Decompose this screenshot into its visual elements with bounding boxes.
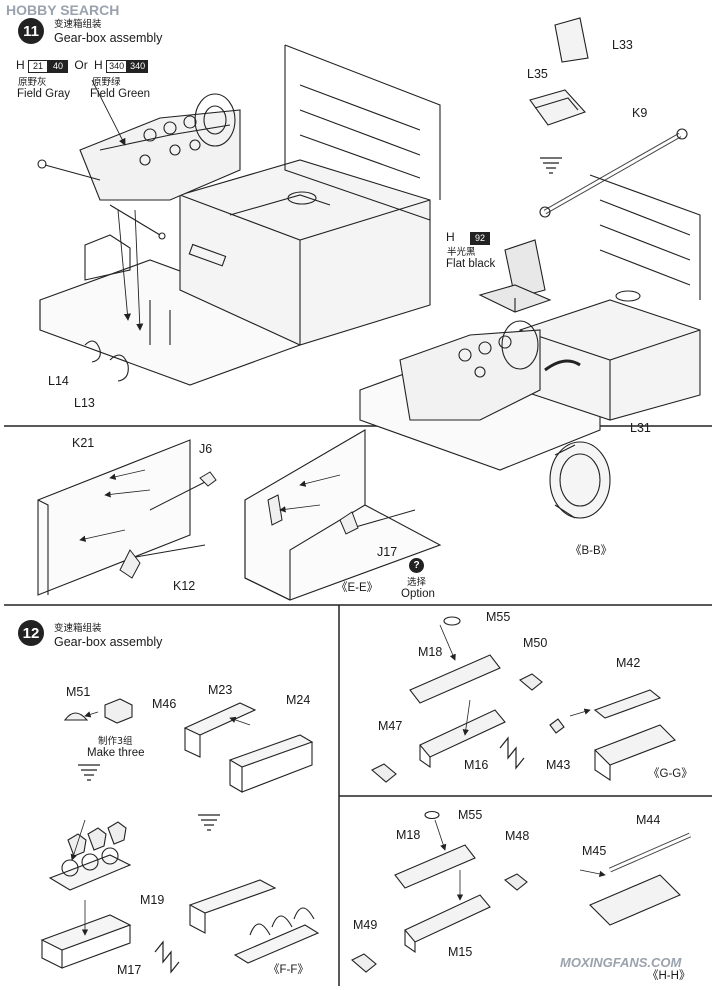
part-label-M55-b: M55 (458, 808, 483, 822)
part-label-M44: M44 (636, 813, 661, 827)
step-11-badge: 11 (18, 18, 44, 44)
part-label-M16: M16 (464, 758, 489, 772)
paint-code-1b: 40 (48, 60, 69, 73)
plates-drawing (37, 429, 442, 601)
part-label-M23: M23 (208, 683, 233, 697)
paint-code-1a: 21 (28, 60, 49, 73)
chassis-left-drawing (39, 44, 441, 386)
part-label-K9: K9 (632, 106, 648, 120)
seat-drawing (478, 239, 552, 313)
step-12-title-cn: 变速箱组装 (54, 623, 102, 634)
shaft-K9-drawing (539, 128, 688, 218)
part-label-M24: M24 (286, 693, 311, 707)
part-label-J6: J6 (199, 442, 213, 456)
drum-BB-drawing (549, 441, 611, 519)
gearbox-right-drawing (399, 320, 581, 421)
part-label-M49: M49 (353, 918, 378, 932)
part-label-L33: L33 (612, 38, 633, 52)
option-label-en: Option (401, 588, 435, 600)
paint-name-2-en: Field Green (90, 88, 151, 100)
seat-paint-prefix: H (446, 230, 455, 244)
part-label-M18-a: M18 (418, 645, 443, 659)
part-label-K21: K21 (72, 436, 95, 450)
step-12-badge: 12 (18, 620, 44, 646)
part-label-L13: L13 (74, 396, 95, 410)
seat-paint-code: 92 (470, 232, 491, 245)
part-label-M17: M17 (117, 963, 142, 977)
watermark-top: HOBBY SEARCH (6, 2, 120, 18)
part-label-J17: J17 (377, 545, 398, 559)
paint-code-2a: 340 (106, 60, 128, 73)
view-label-GG: 《G-G》 (648, 768, 693, 780)
step-12-title-en: Gear-box assembly (54, 635, 163, 649)
seat-paint-name-en: Flat black (446, 258, 496, 270)
part-label-L14: L14 (48, 374, 69, 388)
view-label-EE: 《E-E》 (336, 582, 379, 594)
step-arrow-symbols (78, 157, 562, 974)
part-label-M19: M19 (140, 893, 165, 907)
part-label-M51: M51 (66, 685, 91, 699)
watermark-bottom: MOXINGFANS.COM (560, 955, 682, 970)
clip-L13-drawing (109, 354, 129, 382)
option-label-cn: 选择 (407, 577, 427, 588)
seat-paint-callout: H 92 (446, 230, 491, 245)
part-label-M42: M42 (616, 656, 641, 670)
paint-name-1-cn: 原野灰 (18, 77, 47, 88)
part-label-M48: M48 (505, 829, 530, 843)
paint-name-2-cn: 原野绿 (92, 77, 121, 88)
step12-parts-drawing (40, 616, 692, 973)
paint-code-2b: 340 (127, 60, 149, 73)
part-label-L35: L35 (527, 67, 548, 81)
view-label-BB: 《B-B》 (570, 545, 613, 557)
view-label-HH: 《H-H》 (647, 970, 691, 982)
paint-prefix-2: H (94, 58, 103, 72)
paint-name-1-en: Field Gray (17, 88, 71, 100)
seat-parts-drawing (529, 17, 589, 126)
seat-paint-name-cn: 半光黑 (447, 247, 476, 258)
step-11-title-en: Gear-box assembly (54, 31, 163, 45)
make-three-cn: 制作3组 (98, 736, 133, 747)
make-three-en: Make three (87, 747, 145, 759)
part-label-M18-b: M18 (396, 828, 421, 842)
part-label-M15: M15 (448, 945, 473, 959)
part-label-M55-a: M55 (486, 610, 511, 624)
part-label-M45: M45 (582, 844, 607, 858)
part-label-M46: M46 (152, 697, 177, 711)
clip-L14-drawing (84, 340, 101, 363)
option-icon: ? (409, 558, 424, 573)
part-label-L31: L31 (630, 421, 651, 435)
plate-rods-drawing (119, 471, 416, 579)
step-11-title-cn: 变速箱组装 (54, 19, 102, 30)
part-label-M50: M50 (523, 636, 548, 650)
paint-or: Or (74, 58, 88, 72)
part-label-M43: M43 (546, 758, 571, 772)
part-label-K12: K12 (173, 579, 196, 593)
part-label-M47: M47 (378, 719, 403, 733)
paint-prefix-1: H (16, 58, 25, 72)
view-label-FF: 《F-F》 (268, 964, 309, 976)
